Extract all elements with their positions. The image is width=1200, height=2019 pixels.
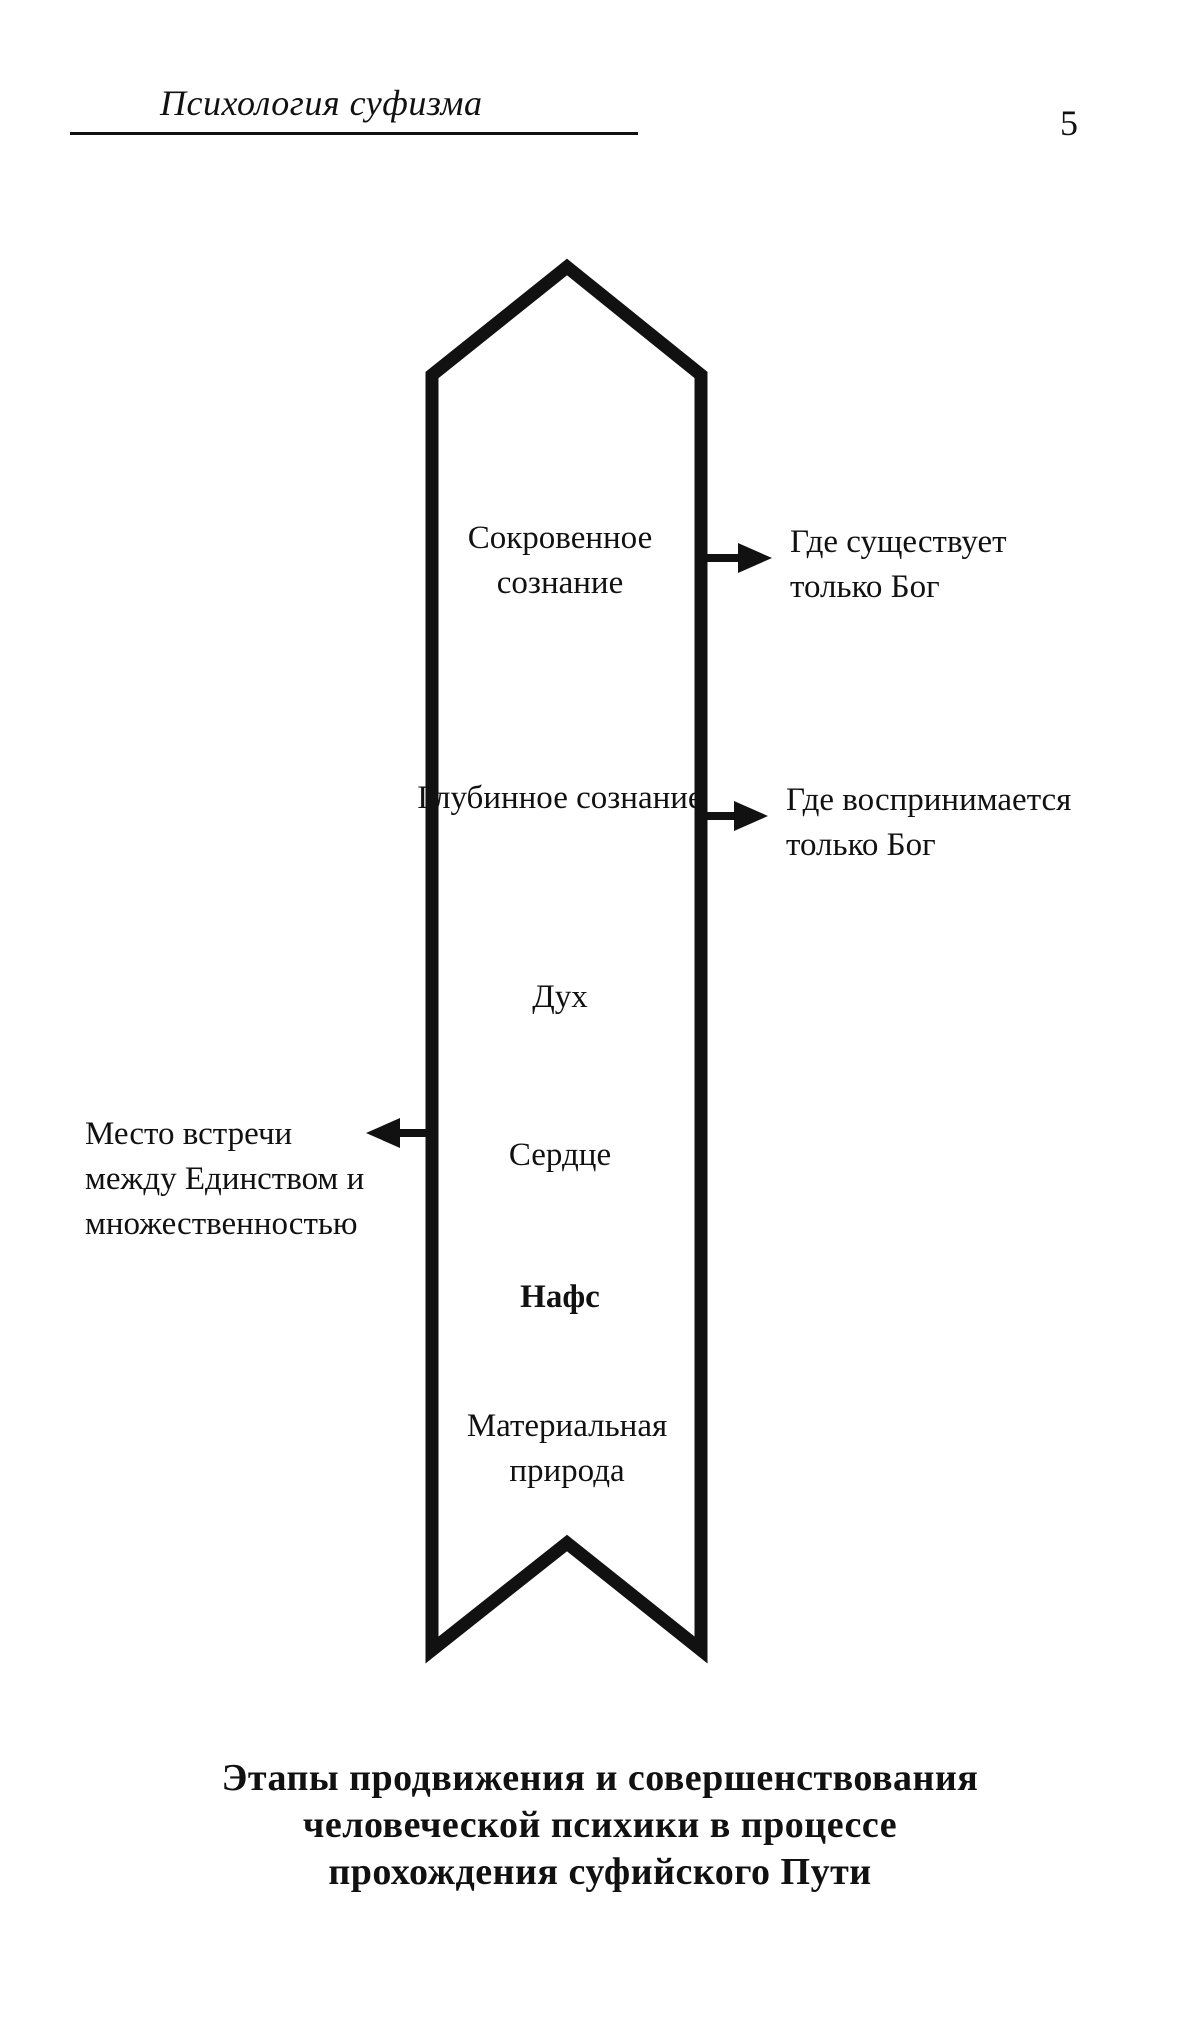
stage-hidden-consciousness: Сокровенное сознание — [410, 516, 710, 606]
stage-spirit: Дух — [410, 975, 710, 1020]
note-deep-consciousness: Где воспринимается только Бог — [786, 778, 1116, 868]
note-hidden-consciousness: Где существует только Бог — [790, 520, 1090, 610]
stage-deep-consciousness: Глубинное сознание — [410, 776, 710, 821]
stage-material-nature: Материальная природа — [447, 1404, 687, 1494]
caption-line: Этапы продвижения и совершенствования — [0, 1755, 1200, 1802]
stage-heart: Сердце — [410, 1133, 710, 1178]
arrow-to-deep-consciousness-note — [701, 801, 768, 831]
stage-nafs: Нафс — [410, 1275, 710, 1320]
figure-caption: Этапы продвижения и совершенствования че… — [0, 1755, 1200, 1896]
note-heart: Место встречи между Единством и множеств… — [85, 1112, 385, 1247]
arrow-to-hidden-consciousness-note — [701, 543, 772, 573]
caption-line: прохождения суфийского Пути — [0, 1849, 1200, 1896]
caption-line: человеческой психики в процессе — [0, 1802, 1200, 1849]
